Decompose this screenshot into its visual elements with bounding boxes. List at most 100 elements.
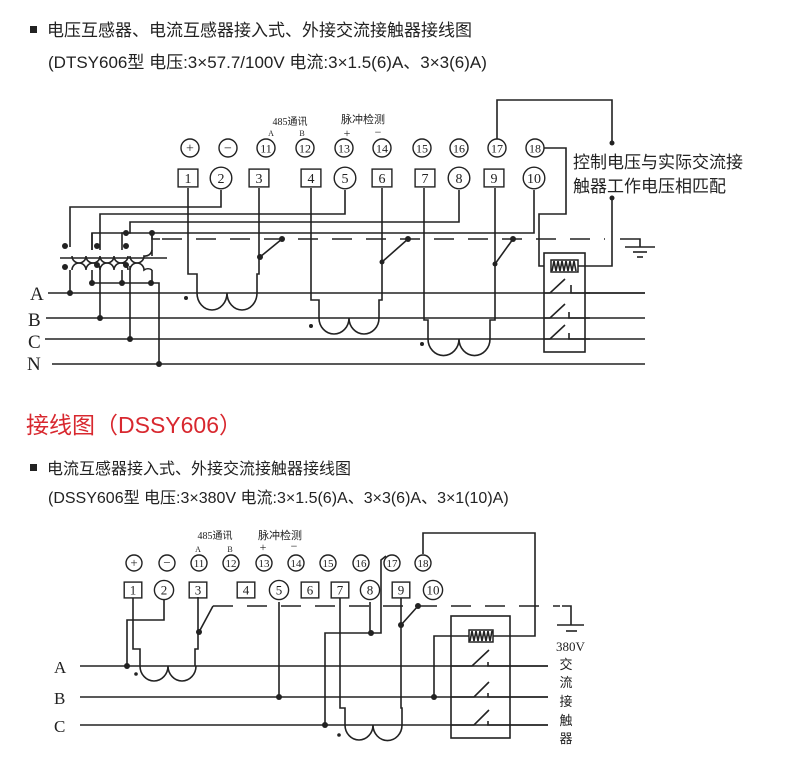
terminal-label: − — [224, 141, 232, 156]
terminal-3: 3 — [188, 581, 208, 599]
terminal-label: 4 — [308, 172, 315, 187]
terminal-4: 4 — [300, 168, 322, 188]
terminal-label: + — [130, 555, 137, 570]
terminal-label: 13 — [338, 141, 350, 155]
section1-title-text: 电压互感器、电流互感器接入式、外接交流接触器接线图 — [47, 21, 472, 40]
terminal-3: 3 — [248, 168, 270, 188]
terminal-17: 17 — [383, 554, 401, 572]
section2-title-text: 电流互感器接入式、外接交流接触器接线图 — [47, 461, 352, 478]
note-line1: 控制电压与实际交流接 — [573, 153, 743, 172]
terminal-label: 15 — [416, 141, 428, 155]
terminal-18: 18 — [414, 554, 432, 572]
terminal-8: 8 — [359, 579, 381, 601]
pulse-plus: + — [260, 540, 267, 554]
terminal-5: 5 — [268, 579, 290, 601]
section1-title: 电压互感器、电流互感器接入式、外接交流接触器接线图 — [30, 16, 472, 41]
ground-icon — [557, 605, 584, 632]
terminal-label: 9 — [491, 172, 498, 187]
voltage-label: 380V — [556, 639, 586, 654]
contactor-char: 触 — [559, 713, 572, 728]
terminal-label: 16 — [453, 141, 465, 155]
comm-a-label: A — [195, 545, 201, 554]
terminal-label: 13 — [259, 558, 271, 570]
terminal-label: 12 — [299, 141, 311, 155]
note-line2: 触器工作电压相匹配 — [573, 177, 726, 196]
contactor-char: 流 — [559, 675, 572, 690]
terminal-label: 5 — [276, 582, 283, 597]
comm-b-label: B — [299, 129, 304, 138]
terminal-label: − — [163, 555, 170, 570]
bullet-icon — [30, 464, 37, 472]
comm-a-label: A — [268, 129, 274, 138]
phase-label-n: N — [27, 354, 41, 375]
section1-spec: (DTSY606型 电压:3×57.7/100V 电流:3×1.5(6)A、3×… — [48, 53, 487, 72]
terminal-label: 1 — [130, 582, 137, 597]
terminal-6: 6 — [371, 168, 393, 188]
pulse-plus: + — [344, 126, 351, 140]
terminal-label: 17 — [387, 558, 399, 570]
terminal-1: 1 — [177, 168, 199, 188]
phase-label-c: C — [28, 332, 41, 353]
terminal-label: 4 — [243, 582, 250, 597]
terminal-9: 9 — [391, 581, 411, 599]
terminal-label: + — [186, 141, 194, 156]
terminal-label: 5 — [342, 172, 349, 187]
terminal-label: 15 — [323, 558, 335, 570]
terminal-label: 10 — [527, 172, 541, 187]
phase-label-b: B — [54, 689, 65, 708]
terminal-11: 11 — [190, 554, 208, 572]
section2-heading: 接线图（DSSY606） — [26, 412, 243, 438]
terminal-2: 2 — [209, 166, 233, 190]
terminal-12: 12 — [222, 554, 240, 572]
terminal-minus: − — [218, 138, 238, 158]
terminal-16: 16 — [352, 554, 370, 572]
bullet-icon — [30, 26, 37, 34]
terminal-1: 1 — [123, 581, 143, 599]
ac-contactor — [496, 99, 645, 353]
terminal-label: 8 — [367, 582, 374, 597]
terminal-7: 7 — [414, 168, 436, 188]
section2-spec: (DSSY606型 电压:3×380V 电流:3×1.5(6)A、3×3(6)A… — [48, 490, 509, 507]
terminal-label: 10 — [427, 582, 440, 597]
comm-label: 485通讯 — [273, 116, 308, 128]
terminal-label: 14 — [291, 558, 303, 570]
phase-label-a: A — [54, 658, 67, 677]
terminal-plus: + — [125, 554, 143, 572]
terminal-10: 10 — [522, 166, 546, 190]
terminal-label: 8 — [456, 172, 463, 187]
comm-label: 485通讯 — [198, 530, 233, 542]
terminal-6: 6 — [300, 581, 320, 599]
terminal-label: 6 — [307, 582, 314, 597]
terminal-13: 13 — [255, 554, 273, 572]
terminal-17: 17 — [487, 138, 507, 158]
contactor-char: 器 — [559, 731, 572, 746]
voltage-transformer — [60, 230, 167, 367]
terminal-label: 2 — [161, 582, 168, 597]
pulse-minus: − — [291, 539, 298, 553]
terminal-9: 9 — [483, 168, 505, 188]
terminal-16: 16 — [449, 138, 469, 158]
terminal-label: 11 — [194, 558, 205, 570]
terminal-2: 2 — [153, 579, 175, 601]
terminal-13: 13 — [334, 138, 354, 158]
terminal-14: 14 — [372, 138, 392, 158]
terminal-plus: + — [180, 138, 200, 158]
pulse-label: 脉冲检测 — [341, 112, 385, 126]
terminal-label: 12 — [226, 558, 237, 570]
terminal-label: 9 — [398, 582, 405, 597]
terminal-label: 16 — [356, 558, 368, 570]
terminal-10: 10 — [422, 579, 444, 601]
terminal-12: 12 — [295, 138, 315, 158]
pulse-label: 脉冲检测 — [258, 528, 302, 542]
terminal-label: 3 — [256, 172, 263, 187]
terminal-11: 11 — [256, 138, 276, 158]
terminal-5: 5 — [333, 166, 357, 190]
terminal-label: 2 — [218, 172, 225, 187]
comm-b-label: B — [227, 545, 232, 554]
terminal-minus: − — [158, 554, 176, 572]
ground-icon — [620, 238, 655, 258]
phase-label-c: C — [54, 717, 65, 736]
terminal-4: 4 — [236, 581, 256, 599]
terminal-label: 7 — [337, 582, 344, 597]
